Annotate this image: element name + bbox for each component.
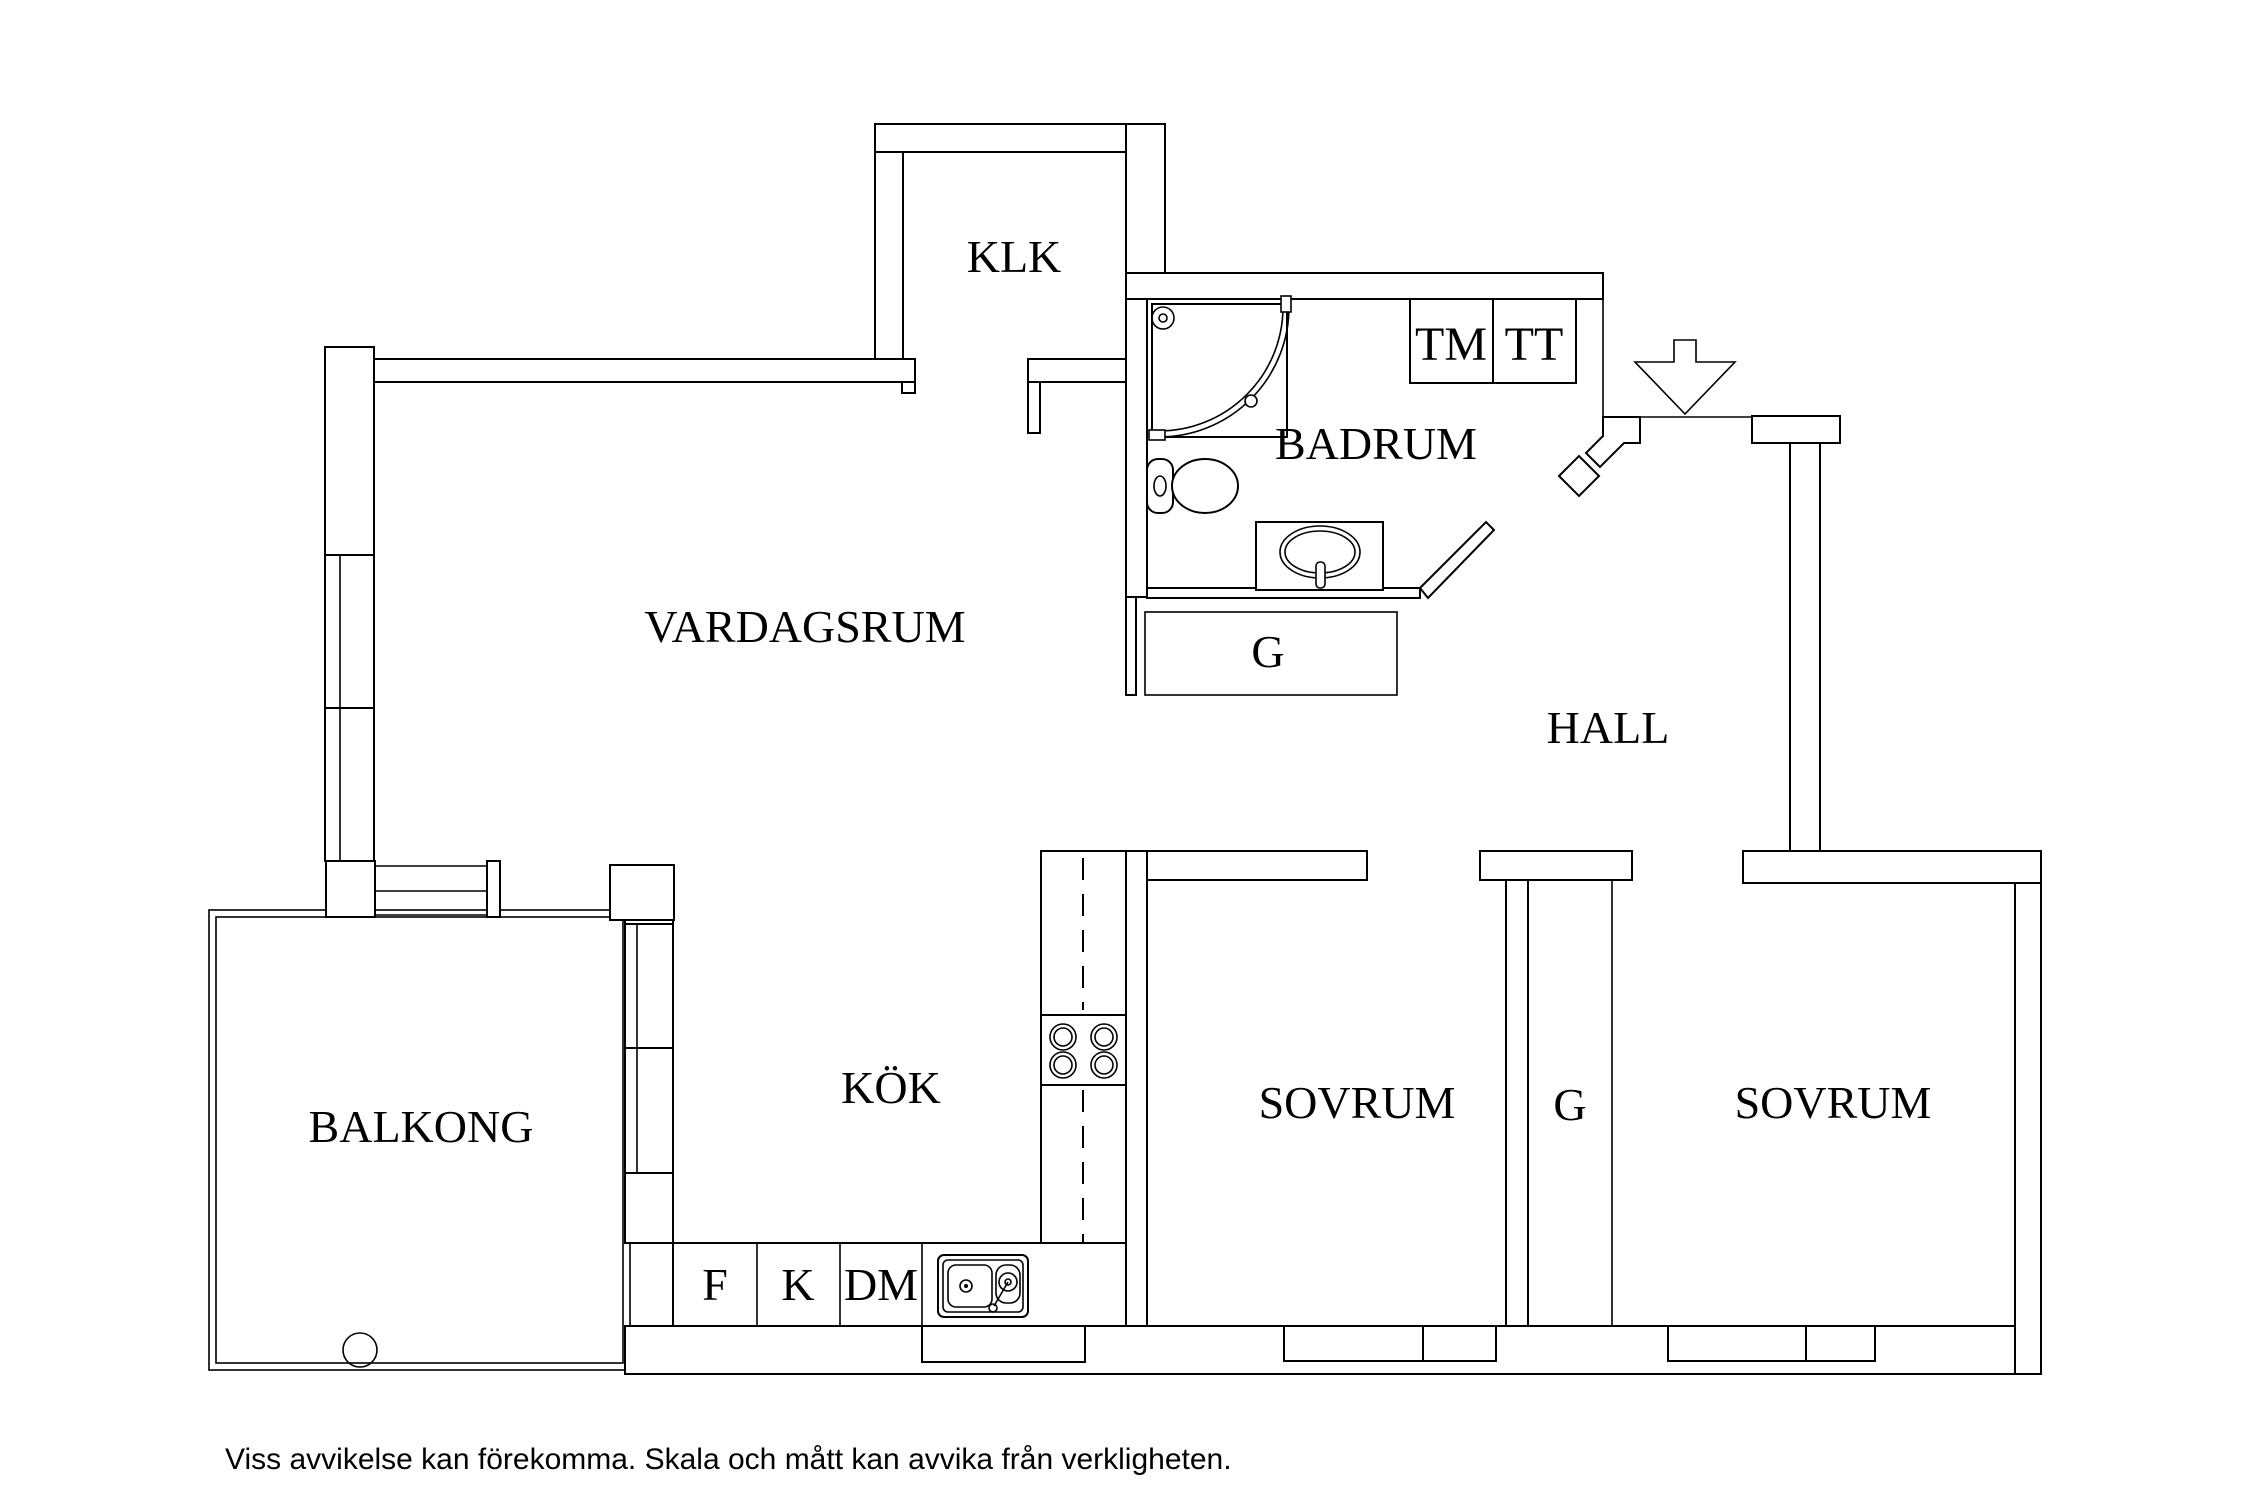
bathroom-sink-icon <box>1255 521 1384 591</box>
window-sovrum1-south-b <box>1422 1325 1497 1362</box>
window-sovrum1-south-a <box>1283 1325 1424 1362</box>
window-sovrum2-south-b <box>1805 1325 1876 1362</box>
wall-west-solid <box>324 346 375 556</box>
window-kitchen-west-1 <box>624 923 674 1049</box>
wall-badrum-diagonal <box>1418 520 1496 600</box>
wall-sovrum1-top <box>1146 850 1368 881</box>
window-west-2 <box>324 707 375 862</box>
room-label-vardagsrum: VARDAGSRUM <box>644 601 965 652</box>
wall-klk-right <box>1125 123 1166 276</box>
appliance-label-k: K <box>781 1259 814 1310</box>
room-label-balkong: BALKONG <box>309 1101 534 1152</box>
stove-icon <box>1040 1014 1127 1086</box>
appliance-label-tm: TM <box>1415 318 1487 371</box>
wall-hall-east <box>1789 442 1821 852</box>
wall-garderob-left <box>1505 879 1529 1327</box>
window-sovrum2-south-a <box>1667 1325 1807 1362</box>
wall-klk-left <box>874 151 904 363</box>
appliance-label-dm: DM <box>844 1259 918 1310</box>
window-west-1 <box>324 554 375 709</box>
wall-kok-sovrum1 <box>1125 850 1148 1327</box>
room-label-garderob-closet: G <box>1553 1079 1586 1130</box>
wall-klk-top <box>874 123 1166 153</box>
room-label-garderob-hall: G <box>1251 626 1284 677</box>
shower-icon <box>1148 295 1292 441</box>
garderob-hall-box <box>1144 611 1398 696</box>
room-label-klk: KLK <box>967 231 1062 282</box>
wall-badrum-west <box>1125 298 1148 598</box>
entry-arrow-icon <box>1633 339 1737 416</box>
wall-entry-corner <box>1584 416 1641 469</box>
door-jamb-klk-left <box>901 381 916 394</box>
badrum-door-leaf <box>1557 454 1601 498</box>
balcony-window <box>375 865 487 916</box>
tm-box <box>1409 298 1494 384</box>
room-label-hall: HALL <box>1547 702 1670 753</box>
wall-badrum-top <box>1125 272 1604 300</box>
wall-balcony-pier-right <box>486 860 501 918</box>
wall-garderob-top <box>1479 850 1633 881</box>
room-label-sovrum2: SOVRUM <box>1735 1077 1932 1128</box>
toilet-icon <box>1146 458 1239 514</box>
wall-kitchen-nw-block <box>609 864 675 921</box>
room-label-kok: KÖK <box>841 1062 941 1113</box>
window-kitchen-west-2 <box>624 1047 674 1174</box>
wall-vardagsrum-top-west <box>373 358 916 383</box>
tt-box <box>1492 298 1577 384</box>
wall-vardagsrum-top-east <box>1027 358 1127 383</box>
room-label-sovrum1: SOVRUM <box>1259 1077 1456 1128</box>
kitchen-counter-row <box>672 1242 1127 1327</box>
appliance-label-tt: TT <box>1505 318 1564 371</box>
wall-vardagsrum-hall <box>1125 596 1137 696</box>
door-jamb-klk-right <box>1027 381 1041 434</box>
kitchen-sink-icon <box>937 1254 1029 1318</box>
appliance-label-f: F <box>702 1259 728 1310</box>
wall-sovrum2-top <box>1742 850 2042 884</box>
wall-entry-block <box>1751 415 1841 444</box>
wall-balcony-pier-left <box>325 860 376 918</box>
room-label-badrum: BADRUM <box>1275 418 1477 469</box>
washer-dryer-boxes <box>1409 298 1577 384</box>
window-kok-south <box>921 1325 1086 1363</box>
balcony-drain-icon <box>342 1332 378 1368</box>
disclaimer-text: Viss avvikelse kan förekomma. Skala och … <box>225 1443 1232 1476</box>
wall-east <box>2014 882 2042 1375</box>
